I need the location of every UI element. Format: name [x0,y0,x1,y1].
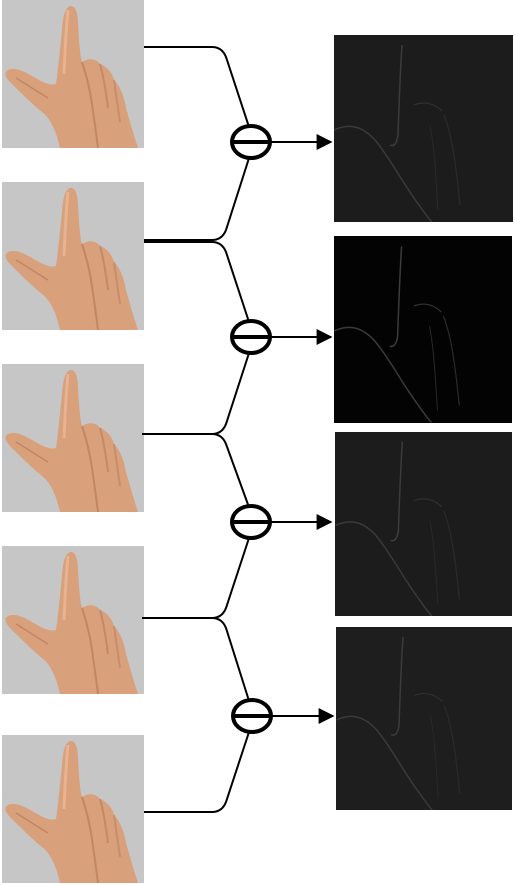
connector-line [144,154,251,241]
minus-icon [231,698,273,734]
input-frame-4 [2,546,144,694]
input-frame-5 [2,735,144,883]
connector-line [144,728,251,813]
difference-frame-2 [334,236,512,423]
connector-line [142,433,251,511]
hand-icon [2,0,144,148]
minus-icon [230,319,272,355]
difference-frame-3 [335,432,512,616]
input-frame-2 [2,182,144,330]
faint-edges-image [334,236,512,423]
hand-icon [2,364,144,512]
input-frame-1 [2,0,144,148]
faint-edges-image [335,432,512,616]
faint-edges-image [336,627,512,810]
difference-frame-4 [336,627,512,810]
hand-icon [2,182,144,330]
minus-icon [230,504,272,540]
hand-icon [2,546,144,694]
connector-line [144,241,251,326]
hand-icon [2,735,144,883]
input-frame-3 [2,364,144,512]
connector-line [142,617,251,705]
difference-frame-1 [334,35,513,222]
connector-line [142,534,251,619]
connector-line [142,349,251,435]
faint-edges-image [334,35,513,222]
connector-line [144,46,251,131]
minus-icon [230,124,272,160]
